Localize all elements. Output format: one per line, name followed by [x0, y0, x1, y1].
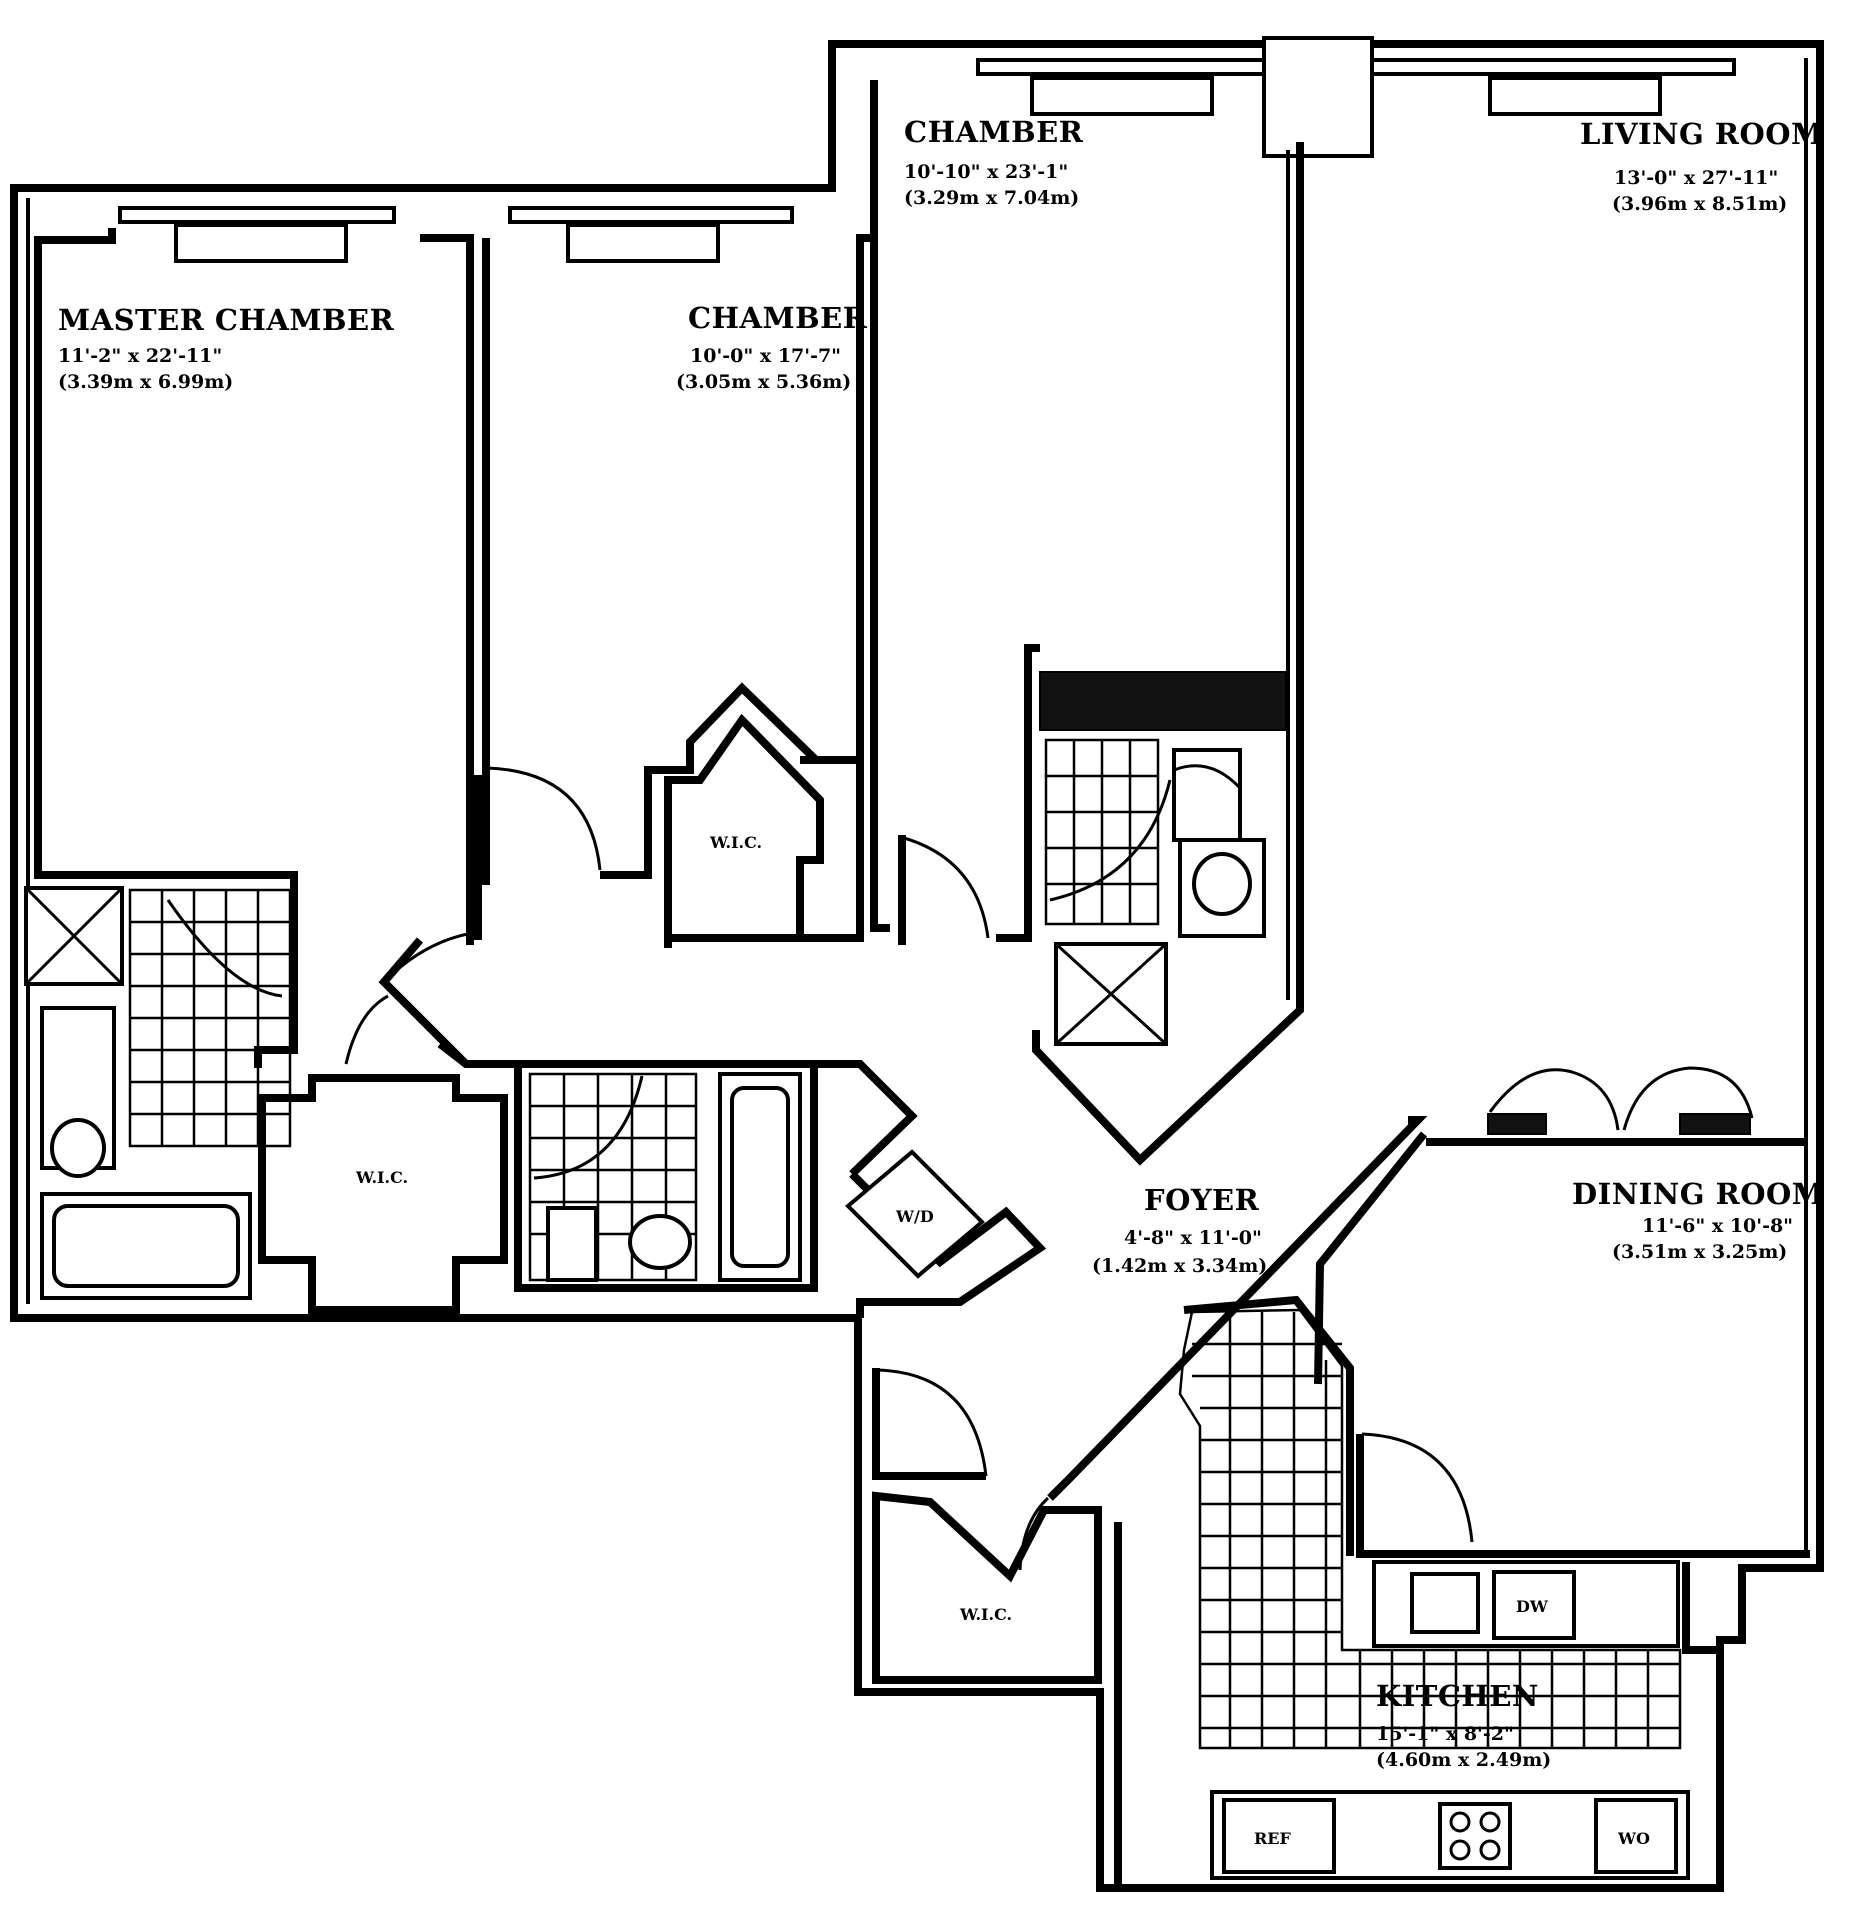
foyer: W/D FOYER 4'-8" x 11'-0" (1.42m x 3.34m)	[378, 930, 1267, 1571]
chamber-3-bath	[1044, 738, 1266, 1046]
wall-oven-label: WO	[1617, 1829, 1650, 1848]
exterior-walls	[10, 40, 1824, 1892]
foyer-walk-in-closet: W.I.C.	[872, 1491, 1102, 1684]
wic-foyer-label: W.I.C.	[959, 1605, 1012, 1624]
foyer-dim-ft: 4'-8" x 11'-0"	[1124, 1227, 1262, 1249]
chamber-3-dim-m: (3.29m x 7.04m)	[904, 187, 1079, 209]
chamber-3	[870, 80, 1304, 1166]
living-room-dim-m: (3.96m x 8.51m)	[1612, 193, 1787, 215]
master-walk-in-closet: W.I.C.	[258, 994, 508, 1314]
living-room-name: LIVING ROOM	[1580, 117, 1824, 151]
kitchen-name: KITCHEN	[1376, 1679, 1539, 1713]
dining-room-name: DINING ROOM	[1572, 1177, 1824, 1211]
chamber-3-name: CHAMBER	[904, 115, 1084, 149]
chamber-2-dim-m: (3.05m x 5.36m)	[676, 371, 851, 393]
master-bath	[24, 886, 292, 1300]
washer-dryer-label: W/D	[895, 1207, 934, 1226]
wic-chamber-label: W.I.C.	[709, 833, 762, 852]
master-chamber-name: MASTER CHAMBER	[58, 303, 395, 337]
windows	[118, 36, 1736, 263]
kitchen-dim-m: (4.60m x 2.49m)	[1376, 1749, 1551, 1771]
foyer-name: FOYER	[1144, 1183, 1260, 1217]
chamber-2-dim-ft: 10'-0" x 17'-7"	[690, 345, 841, 367]
dining-room-dim-m: (3.51m x 3.25m)	[1612, 1241, 1787, 1263]
wic-master-label: W.I.C.	[355, 1168, 408, 1187]
dishwasher-label: DW	[1516, 1597, 1549, 1616]
room-labels: MASTER CHAMBER 11'-2" x 22'-11" (3.39m x…	[58, 115, 1824, 1263]
master-chamber-dim-ft: 11'-2" x 22'-11"	[58, 345, 222, 367]
foyer-dim-m: (1.42m x 3.34m)	[1092, 1255, 1267, 1277]
master-chamber-dim-m: (3.39m x 6.99m)	[58, 371, 233, 393]
refrigerator-label: REF	[1254, 1829, 1291, 1848]
chamber-walk-in-closet: W.I.C.	[664, 713, 824, 942]
kitchen: DW REF WO KITCHEN 15'-1" x 8'-2" (4.60m …	[1114, 1295, 1720, 1888]
chamber-2-name: CHAMBER	[688, 301, 868, 335]
hall-bath	[514, 1060, 818, 1292]
chamber-3-dim-ft: 10'-10" x 23'-1"	[904, 161, 1068, 183]
dining-room-dim-ft: 11'-6" x 10'-8"	[1642, 1215, 1793, 1237]
kitchen-dim-ft: 15'-1" x 8'-2"	[1376, 1723, 1514, 1745]
living-room-dim-ft: 13'-0" x 27'-11"	[1614, 167, 1778, 189]
